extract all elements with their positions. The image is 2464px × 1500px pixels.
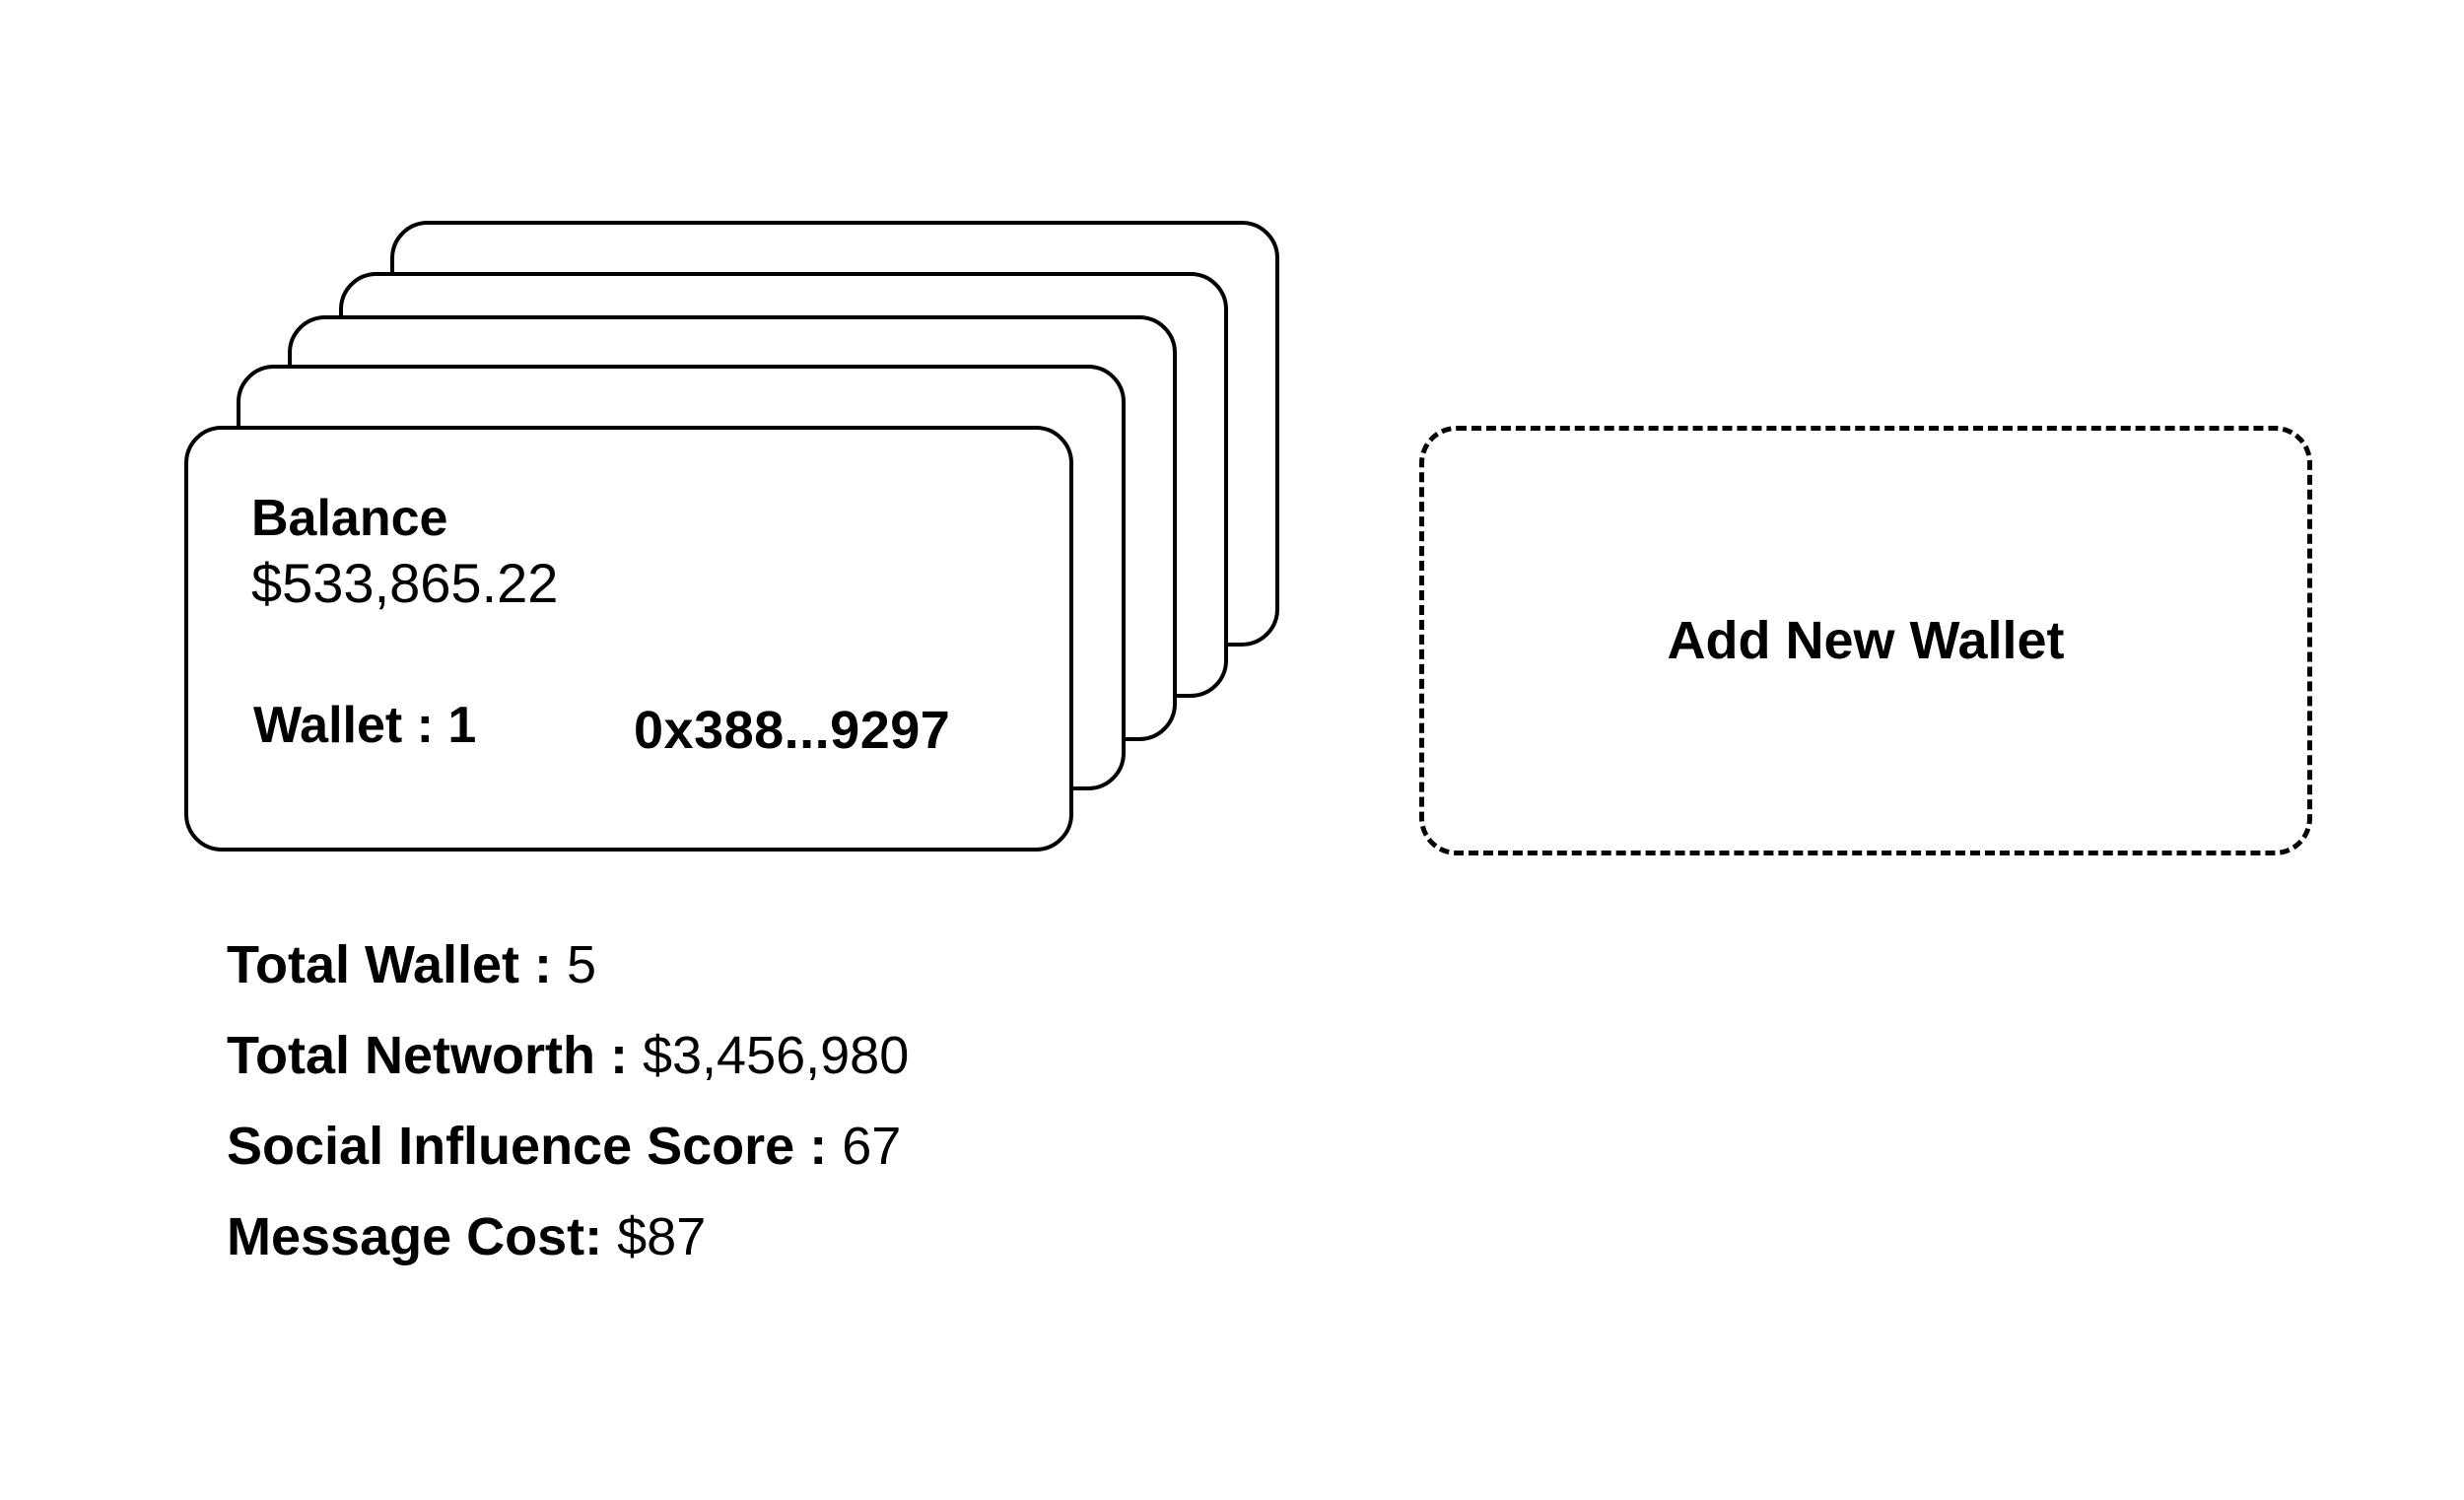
balance-label: Balance: [251, 490, 448, 547]
wallet-number: Wallet : 1: [253, 697, 477, 754]
social-influence-row: Social Influence Score : 67: [227, 1120, 909, 1210]
wallet-stats: Total Wallet : 5 Total Networth : $3,456…: [227, 938, 909, 1301]
total-wallet-label: Total Wallet :: [227, 935, 567, 994]
total-networth-label: Total Networth :: [227, 1026, 643, 1085]
social-influence-value: 67: [842, 1117, 902, 1176]
message-cost-value: $87: [617, 1207, 707, 1266]
balance-value: $533,865.22: [251, 552, 559, 614]
wallet-address[interactable]: 0x388...9297: [634, 701, 951, 760]
add-new-wallet-label: Add New Wallet: [1667, 611, 2065, 670]
message-cost-row: Message Cost: $87: [227, 1210, 909, 1301]
total-networth-row: Total Networth : $3,456,980: [227, 1029, 909, 1120]
add-new-wallet-button[interactable]: Add New Wallet: [1419, 426, 2312, 855]
social-influence-label: Social Influence Score :: [227, 1117, 843, 1176]
wallet-card-stack: Balance $533,865.22 Wallet : 1 0x388...9…: [0, 0, 1380, 887]
wallet-card-active[interactable]: Balance $533,865.22 Wallet : 1 0x388...9…: [184, 426, 1073, 852]
total-networth-value: $3,456,980: [642, 1026, 910, 1085]
total-wallet-row: Total Wallet : 5: [227, 938, 909, 1029]
total-wallet-value: 5: [567, 935, 597, 994]
message-cost-label: Message Cost:: [227, 1207, 618, 1266]
